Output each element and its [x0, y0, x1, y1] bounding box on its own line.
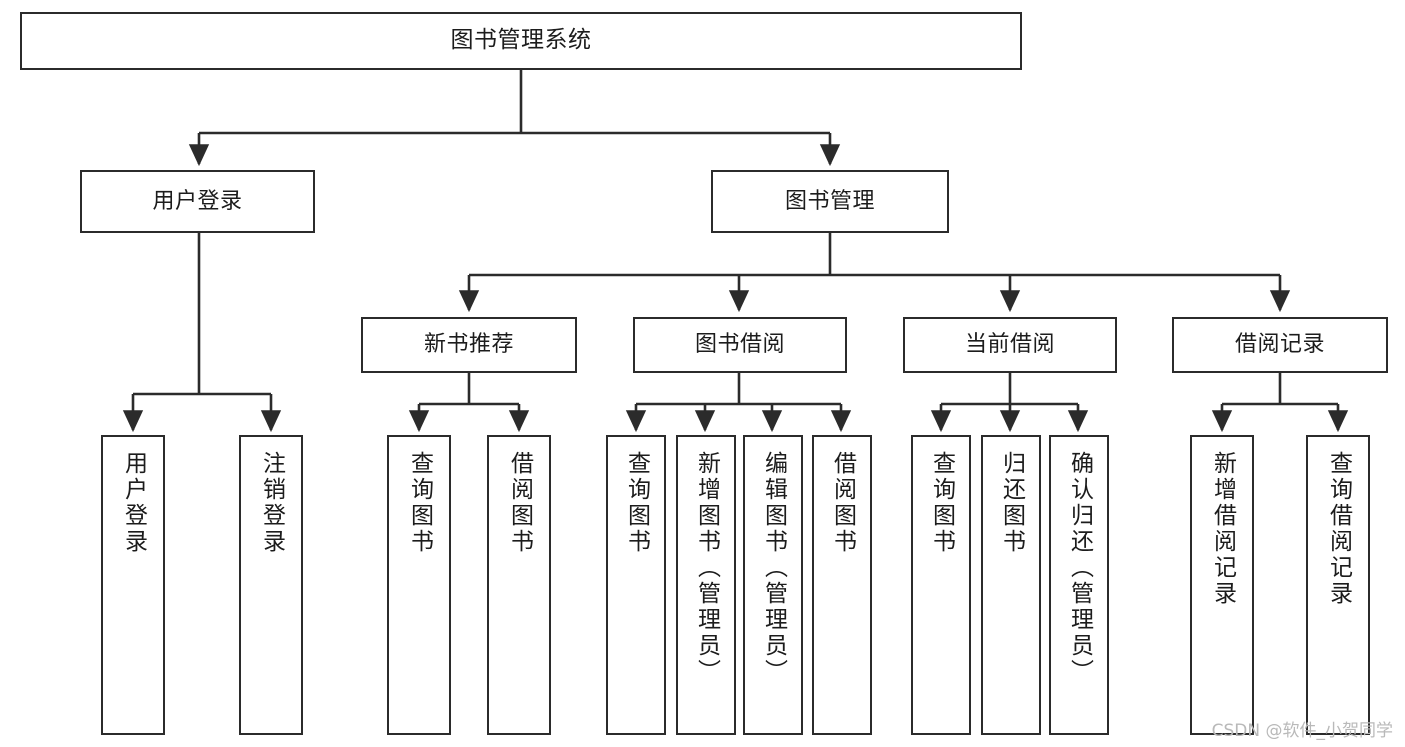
- leaf-edit-book-admin[interactable]: 编辑图书（管理员）: [743, 435, 803, 735]
- leaf-query-book-recommend[interactable]: 查询图书: [387, 435, 451, 735]
- node-label: 新增图书（管理员）: [693, 451, 720, 685]
- leaf-query-book-current[interactable]: 查询图书: [911, 435, 971, 735]
- leaf-borrow-book-borrow[interactable]: 借阅图书: [812, 435, 872, 735]
- node-label: 查询借阅记录: [1325, 451, 1352, 607]
- leaf-return-book[interactable]: 归还图书: [981, 435, 1041, 735]
- leaf-add-book-admin[interactable]: 新增图书（管理员）: [676, 435, 736, 735]
- node-label: 查询图书: [623, 451, 650, 555]
- node-label: 借阅图书: [506, 451, 533, 555]
- node-new-book-recommend[interactable]: 新书推荐: [361, 317, 577, 373]
- node-label: 注销登录: [258, 451, 285, 555]
- node-label: 新书推荐: [423, 332, 514, 358]
- leaf-add-borrow-record[interactable]: 新增借阅记录: [1190, 435, 1254, 735]
- csdn-watermark: CSDN @软件_小贺同学: [1211, 721, 1393, 741]
- node-label: 当前借阅: [964, 332, 1055, 358]
- node-label: 编辑图书（管理员）: [760, 451, 787, 685]
- node-label: 图书管理: [784, 188, 875, 214]
- node-label: 归还图书: [998, 451, 1025, 555]
- node-book-management[interactable]: 图书管理: [711, 170, 949, 233]
- node-book-borrow[interactable]: 图书借阅: [633, 317, 847, 373]
- node-label: 新增借阅记录: [1209, 451, 1236, 607]
- node-label: 用户登录: [152, 188, 243, 214]
- node-current-borrow[interactable]: 当前借阅: [903, 317, 1117, 373]
- node-label: 查询图书: [406, 451, 433, 555]
- leaf-borrow-book-recommend[interactable]: 借阅图书: [487, 435, 551, 735]
- leaf-query-borrow-record[interactable]: 查询借阅记录: [1306, 435, 1370, 735]
- leaf-user-login[interactable]: 用户登录: [101, 435, 165, 735]
- node-label: 确认归还（管理员）: [1066, 451, 1093, 685]
- node-label: 图书借阅: [694, 332, 785, 358]
- leaf-logout-login[interactable]: 注销登录: [239, 435, 303, 735]
- node-label: 图书管理系统: [450, 27, 592, 54]
- node-label: 用户登录: [120, 451, 147, 555]
- node-borrow-record[interactable]: 借阅记录: [1172, 317, 1388, 373]
- node-root-book-management-system[interactable]: 图书管理系统: [20, 12, 1022, 70]
- node-label: 借阅图书: [829, 451, 856, 555]
- node-label: 查询图书: [928, 451, 955, 555]
- node-label: 借阅记录: [1234, 332, 1325, 358]
- leaf-query-book-borrow[interactable]: 查询图书: [606, 435, 666, 735]
- leaf-confirm-return-admin[interactable]: 确认归还（管理员）: [1049, 435, 1109, 735]
- node-user-login[interactable]: 用户登录: [80, 170, 315, 233]
